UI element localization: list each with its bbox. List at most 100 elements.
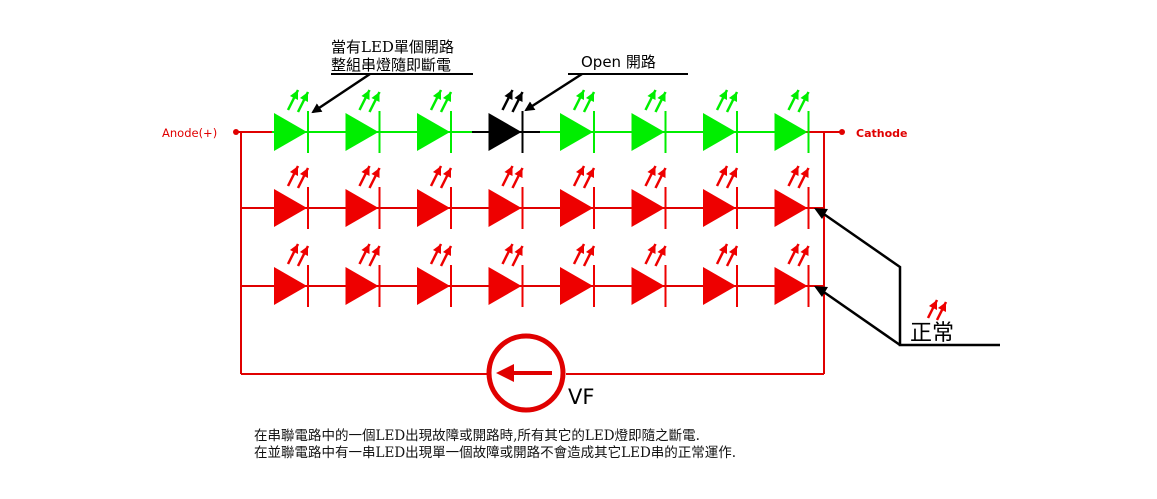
parallel-row-1-led-3 <box>417 165 453 229</box>
led-light-arrow <box>511 245 524 267</box>
led-light-arrow <box>654 91 667 113</box>
parallel-row-1-led-1 <box>274 165 310 229</box>
led-light-arrow <box>644 165 657 187</box>
led-light-arrow <box>797 167 810 189</box>
led-light-arrow <box>787 243 800 265</box>
led-light-arrow <box>644 89 657 111</box>
caption-line2: 在並聯電路中有一串LED出現單一個故障或開路不會造成其它LED串的正常運作. <box>254 445 737 461</box>
parallel-row-2-led-3 <box>417 243 453 307</box>
led-body <box>560 267 593 305</box>
led-light-arrow <box>572 243 586 265</box>
led-light-arrow <box>296 91 310 113</box>
led-body <box>345 267 379 305</box>
led-light-arrow <box>582 167 596 189</box>
series-row-led-1 <box>274 89 310 153</box>
led-light-arrow <box>368 91 381 113</box>
led-body <box>488 113 522 151</box>
led-body <box>417 267 450 305</box>
led-light-arrow <box>787 89 800 111</box>
led-light-arrow <box>429 165 443 187</box>
led-light-arrow <box>725 91 739 113</box>
led-light-arrow <box>654 245 667 267</box>
parallel-row-2-led-7 <box>703 243 739 307</box>
annotation-series-line2: 整組串燈隨即斷電 <box>331 56 451 74</box>
led-body <box>631 113 665 151</box>
annotation-normal-label: 正常 <box>910 321 954 346</box>
led-body <box>274 189 307 227</box>
led-light-arrow <box>286 89 300 111</box>
led-light-arrow <box>439 245 453 267</box>
cathode-terminal <box>839 129 845 135</box>
annotation-normal-light-icon <box>926 299 948 321</box>
led-light-arrow <box>715 165 729 187</box>
led-body <box>274 267 307 305</box>
anode-label: Anode(+) <box>162 126 217 140</box>
parallel-row-2-led-2 <box>345 243 381 307</box>
led-body <box>774 113 808 151</box>
led-light-arrow <box>582 91 596 113</box>
led-light-arrow <box>715 243 729 265</box>
led-light-arrow <box>286 243 300 265</box>
led-light-arrow <box>501 243 514 265</box>
parallel-row-1-led-2 <box>345 165 381 229</box>
led-light-arrow <box>654 167 667 189</box>
series-row-led-3 <box>417 89 453 153</box>
led-light-arrow <box>439 167 453 189</box>
caption: 在串聯電路中的一個LED出現故障或開路時,所有其它的LED燈即隨之斷電. 在並聯… <box>254 428 736 462</box>
series-row-led-6 <box>631 89 667 153</box>
led-light-arrow <box>572 165 586 187</box>
led-body <box>274 113 307 151</box>
led-light-arrow <box>296 245 310 267</box>
led-light-arrow <box>582 245 596 267</box>
led-light-arrow <box>358 165 371 187</box>
led-body <box>703 113 736 151</box>
led-light-arrow <box>358 89 371 111</box>
led-light-arrow <box>725 167 739 189</box>
led-light-arrow <box>511 91 524 113</box>
vf-meter <box>486 333 566 413</box>
led-body <box>631 189 665 227</box>
annotation-series-line1: 當有LED單個開路 <box>331 38 454 56</box>
led-body <box>560 189 593 227</box>
parallel-row-1-led-7 <box>703 165 739 229</box>
normal-light-arrow <box>935 301 948 321</box>
normal-light-arrow <box>926 299 939 319</box>
led-body <box>488 267 522 305</box>
vf-label: VF <box>568 385 594 409</box>
parallel-row-2-led-6 <box>631 243 667 307</box>
led-light-arrow <box>429 89 443 111</box>
led-light-arrow <box>644 243 657 265</box>
annotation-open-arrow <box>524 72 583 112</box>
led-body <box>417 113 450 151</box>
led-light-arrow <box>501 89 514 111</box>
led-light-arrow <box>501 165 514 187</box>
led-light-arrow <box>368 167 381 189</box>
led-body <box>631 267 665 305</box>
led-body <box>345 189 379 227</box>
cathode-label: Cathode <box>856 127 907 140</box>
led-light-arrow <box>787 165 800 187</box>
anode-terminal <box>233 129 239 135</box>
annotation-normal-arrowhead-bottom <box>814 286 828 297</box>
led-body <box>345 113 379 151</box>
annotation-normal-lines <box>817 208 1000 347</box>
failed-led <box>488 89 524 153</box>
led-light-arrow <box>286 165 300 187</box>
series-row-led-7 <box>703 89 739 153</box>
series-row-led-2 <box>345 89 381 153</box>
led-array <box>274 89 810 307</box>
led-body <box>417 189 450 227</box>
annotation-open-label: Open 開路 <box>581 53 656 71</box>
parallel-row-1-led-6 <box>631 165 667 229</box>
led-body <box>703 189 736 227</box>
led-body <box>774 267 808 305</box>
annotation-normal-arrowhead-top <box>814 208 828 219</box>
annotation-series-arrow <box>311 72 371 114</box>
led-body <box>560 113 593 151</box>
parallel-row-2-led-4 <box>488 243 524 307</box>
caption-line1: 在串聯電路中的一個LED出現故障或開路時,所有其它的LED燈即隨之斷電. <box>254 428 700 444</box>
led-light-arrow <box>797 245 810 267</box>
led-light-arrow <box>725 245 739 267</box>
parallel-row-1-led-5 <box>560 165 596 229</box>
led-light-arrow <box>511 167 524 189</box>
